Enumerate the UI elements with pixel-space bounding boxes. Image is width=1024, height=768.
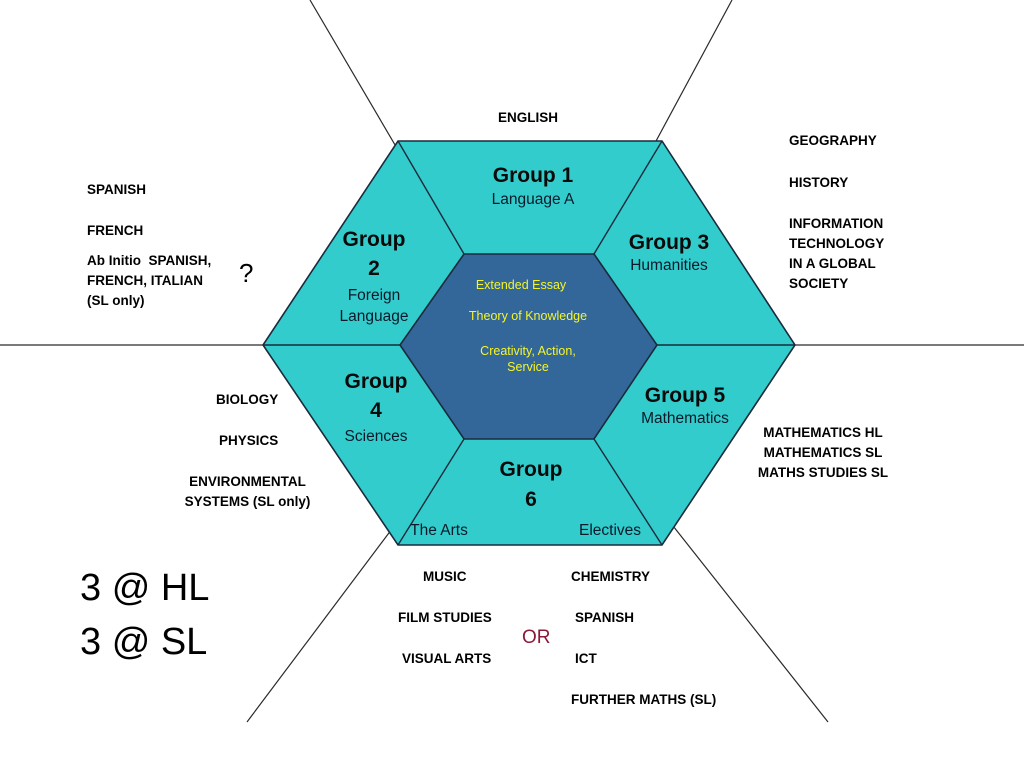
elective-further-maths: FURTHER MATHS (SL) <box>571 692 717 707</box>
subject-biology: BIOLOGY <box>216 392 279 407</box>
core-extended-essay: Extended Essay <box>475 278 567 292</box>
subject-mathematics-list: MATHEMATICS HL MATHEMATICS SL MATHS STUD… <box>757 425 889 480</box>
levels-sl: 3 @ SL <box>80 621 208 663</box>
spoke-bottom-left <box>397 438 465 546</box>
group1-title: Group 1 <box>492 164 574 187</box>
subject-environmental-systems: ENVIRONMENTAL SYSTEMS (SL only) <box>184 474 311 509</box>
subject-film-studies: FILM STUDIES <box>398 610 492 625</box>
group5-title: Group 5 <box>644 384 726 407</box>
core-theory-of-knowledge: Theory of Knowledge <box>468 309 588 323</box>
spoke-top-right <box>593 140 663 255</box>
question-mark: ? <box>239 258 254 288</box>
subject-itgs: INFORMATION TECHNOLOGY IN A GLOBAL SOCIE… <box>789 216 885 291</box>
spoke-top-left <box>397 140 465 255</box>
elective-spanish: SPANISH <box>575 610 635 625</box>
core-hexagon <box>399 253 658 440</box>
subject-physics: PHYSICS <box>219 433 279 448</box>
group2-title: Group 2 <box>342 228 406 280</box>
subject-music: MUSIC <box>423 569 467 584</box>
spoke-bottom-right <box>593 438 663 546</box>
subject-visual-arts: VISUAL ARTS <box>402 651 492 666</box>
group5-subtitle: Mathematics <box>641 410 729 427</box>
group6-electives-label: Electives <box>578 522 642 539</box>
group1-subtitle: Language A <box>491 191 575 208</box>
group2-subtitle: Foreign Language <box>339 287 409 325</box>
elective-ict: ICT <box>575 651 597 666</box>
group3-title: Group 3 <box>628 231 710 254</box>
group4-subtitle: Sciences <box>344 428 408 445</box>
or-label: OR <box>522 627 551 648</box>
core-cas: Creativity, Action, Service <box>480 344 576 374</box>
subject-history: HISTORY <box>789 175 849 190</box>
group4-title: Group 4 <box>344 370 408 422</box>
subject-french: FRENCH <box>87 223 144 238</box>
subject-ab-initio: Ab Initio SPANISH, FRENCH, ITALIAN (SL o… <box>87 253 212 308</box>
subject-geography: GEOGRAPHY <box>789 133 877 148</box>
group6-arts-label: The Arts <box>410 522 468 539</box>
subject-spanish: SPANISH <box>87 182 147 197</box>
group3-subtitle: Humanities <box>630 257 708 274</box>
levels-hl: 3 @ HL <box>80 567 210 609</box>
subject-english: ENGLISH <box>498 110 559 125</box>
elective-chemistry: CHEMISTRY <box>571 569 651 584</box>
group6-title: Group 6 <box>499 458 563 511</box>
